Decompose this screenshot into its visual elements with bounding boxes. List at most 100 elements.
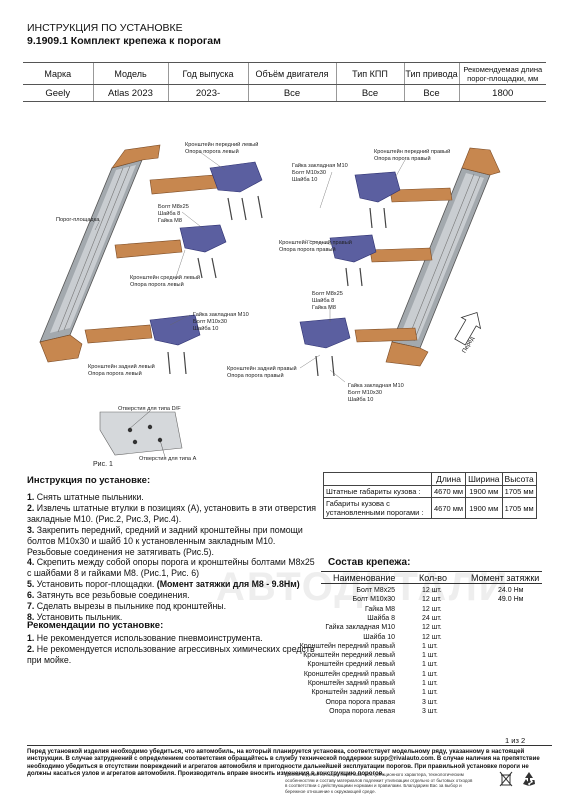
- dimensions-table: Длина Ширина Высота Штатные габариты куз…: [323, 472, 537, 519]
- parts-row: Гайка закладная M10 12 шт.: [300, 624, 550, 633]
- parts-row-name: Опора порога правая: [325, 698, 395, 706]
- parts-row-name: Шайба 10: [363, 633, 395, 641]
- recommendation-item: 2. Не рекомендуется использование агресс…: [27, 643, 315, 665]
- parts-row-qty: 24 шт.: [422, 614, 442, 622]
- parts-title: Состав крепежа:: [328, 557, 411, 568]
- assembly-diagram: [39, 144, 501, 458]
- label-left-sill-support-front: Опора порога левый: [185, 149, 239, 155]
- parts-row-qty: 1 шт.: [422, 652, 438, 660]
- dim-row-installed: Габариты кузова с установленными порогам…: [323, 497, 537, 519]
- label-bolt-m10-front: Болт M10x30: [292, 170, 326, 176]
- parts-row-name: Кронштейн передний левый: [303, 652, 395, 660]
- document-subtitle: 9.1909.1 Комплект крепежа к порогам: [27, 35, 221, 47]
- instruction-step: 5. Установить порог-площадки. (Момент за…: [27, 579, 300, 590]
- parts-row-name: Гайка закладная M10: [325, 624, 395, 632]
- label-embedded-nut-front: Гайка закладная M10: [292, 163, 348, 169]
- right-sill-platform: [385, 147, 501, 367]
- rear-right-bracket: [299, 317, 351, 349]
- label-embedded-nut-right: Гайка закладная M10: [348, 383, 404, 389]
- label-bolt-m10-right: Болт M10x30: [348, 390, 382, 396]
- recycle-icon: [523, 772, 535, 786]
- parts-row-name: Гайка M8: [365, 605, 395, 613]
- instruction-step: 4. Скрепить между собой опоры порога и к…: [27, 557, 315, 579]
- spec-header-drive: Тип привода: [403, 62, 459, 85]
- document-title: ИНСТРУКЦИЯ ПО УСТАНОВКЕ: [27, 22, 183, 34]
- label-right-sill-support-rear: Опора порога правый: [227, 373, 284, 379]
- label-sill-platform: Порог-площадка: [56, 217, 100, 223]
- label-nut-m8: Гайка M8: [158, 218, 182, 224]
- parts-row-qty: 12 шт.: [422, 596, 442, 604]
- parts-header: Наименование Кол-во Момент затяжки: [321, 571, 542, 584]
- parts-row-name: Болт M10x30: [352, 596, 395, 604]
- crossed-bin-icon: [499, 771, 513, 787]
- spec-cell-drive: Все: [403, 84, 459, 102]
- dim-header-height: Высота: [501, 472, 537, 486]
- label-washer-10-front: Шайба 10: [292, 177, 318, 183]
- front-arrow-icon: [454, 312, 482, 346]
- parts-row-qty: 12 шт.: [422, 587, 442, 594]
- label-bolt-m8: Болт M8x25: [158, 204, 189, 210]
- right-sill-support-middle: [369, 247, 433, 263]
- footer-recycling-note: Данное изделие по своим свойствам эксплу…: [285, 772, 473, 794]
- label-nut-m8-rear: Гайка M8: [312, 305, 336, 311]
- spec-header-gearbox: Тип КПП: [335, 62, 404, 85]
- middle-left-bracket: [179, 224, 227, 253]
- spec-cell-year: 2023-: [167, 84, 248, 102]
- label-left-sill-support-middle: Опора порога левый: [130, 282, 184, 288]
- instructions-list: 1. Снять штатные пыльники. 2. Извлечь шт…: [27, 492, 317, 623]
- right-sill-support-rear: [354, 327, 418, 343]
- label-washer-10-right: Шайба 10: [348, 397, 374, 403]
- parts-row-qty: 1 шт.: [422, 689, 438, 697]
- recommendations-title: Рекомендации по установке:: [27, 620, 164, 631]
- footer-notice: Перед установкой изделия необходимо убед…: [27, 745, 552, 777]
- spec-cell-engine: Все: [247, 84, 336, 102]
- spec-row: Geely Atlas 2023 2023- Все Все Все 1800: [23, 84, 546, 102]
- watermark: АВТОДЕТАЛИ: [216, 565, 510, 609]
- front-right-bracket: [354, 171, 401, 203]
- label-washer-8: Шайба 8: [158, 211, 181, 217]
- spec-header-engine: Объём двигателя: [247, 62, 336, 85]
- parts-row-name: Опора порога левая: [329, 707, 395, 715]
- label-left-sill-support-rear: Опора порога левый: [88, 371, 142, 377]
- parts-row-qty: 12 шт.: [422, 605, 442, 613]
- label-rear-left-bracket: Кронштейн задний левый: [88, 364, 155, 370]
- parts-row: Болт M10x30 12 шт. 49.0 Нм: [300, 596, 550, 605]
- label-holes-a: Отверстия для типа А: [139, 456, 197, 462]
- parts-row-name: Кронштейн средний левый: [307, 661, 395, 669]
- dim-header-length: Длина: [430, 472, 467, 486]
- label-right-sill-support-middle: Опора порога правый: [279, 247, 336, 253]
- label-bolt-m10-rear: Болт M10x30: [193, 319, 227, 325]
- page-number: 1 из 2: [505, 736, 526, 745]
- spec-cell-model: Atlas 2023: [92, 84, 168, 102]
- parts-row-name: Кронштейн средний правый: [303, 670, 395, 678]
- front-left-bracket: [209, 161, 263, 193]
- parts-row-qty: 12 шт.: [422, 624, 442, 632]
- instruction-step: 6. Затянуть все резьбовые соединения.: [27, 590, 190, 601]
- middle-right-bracket: [329, 234, 377, 263]
- spec-header-brand: Марка: [23, 62, 93, 85]
- parts-row: Кронштейн передний левый 1 шт.: [300, 652, 550, 661]
- left-sill-platform: [39, 144, 161, 363]
- parts-row: Шайба 10 12 шт.: [300, 634, 550, 643]
- label-bolt-m8-rear: Болт M8x25: [312, 291, 343, 297]
- parts-row-torque: 49.0 Нм: [498, 596, 524, 604]
- spec-table: Марка Модель Год выпуска Объём двигателя…: [23, 62, 546, 102]
- parts-row: Опора порога левая 3 шт.: [300, 708, 550, 717]
- parts-row-qty: 12 шт.: [422, 633, 442, 641]
- instruction-step: 2. Извлечь штатные втулки в позициях (А)…: [27, 502, 317, 524]
- label-embedded-nut-rear: Гайка закладная M10: [193, 312, 249, 318]
- recommendation-item: 1. Не рекомендуется использование пневмо…: [27, 633, 263, 643]
- parts-row-name: Болт M8x25: [356, 587, 395, 594]
- instruction-step: 7. Сделать вырезы в пыльнике под кронште…: [27, 601, 227, 612]
- parts-row-name: Кронштейн задний правый: [307, 680, 395, 687]
- spec-cell-length: 1800: [458, 84, 546, 102]
- label-washer-10-rear: Шайба 10: [193, 326, 219, 332]
- parts-row-qty: 3 шт.: [422, 707, 438, 715]
- label-right-sill-support-front: Опора порога правый: [374, 156, 431, 162]
